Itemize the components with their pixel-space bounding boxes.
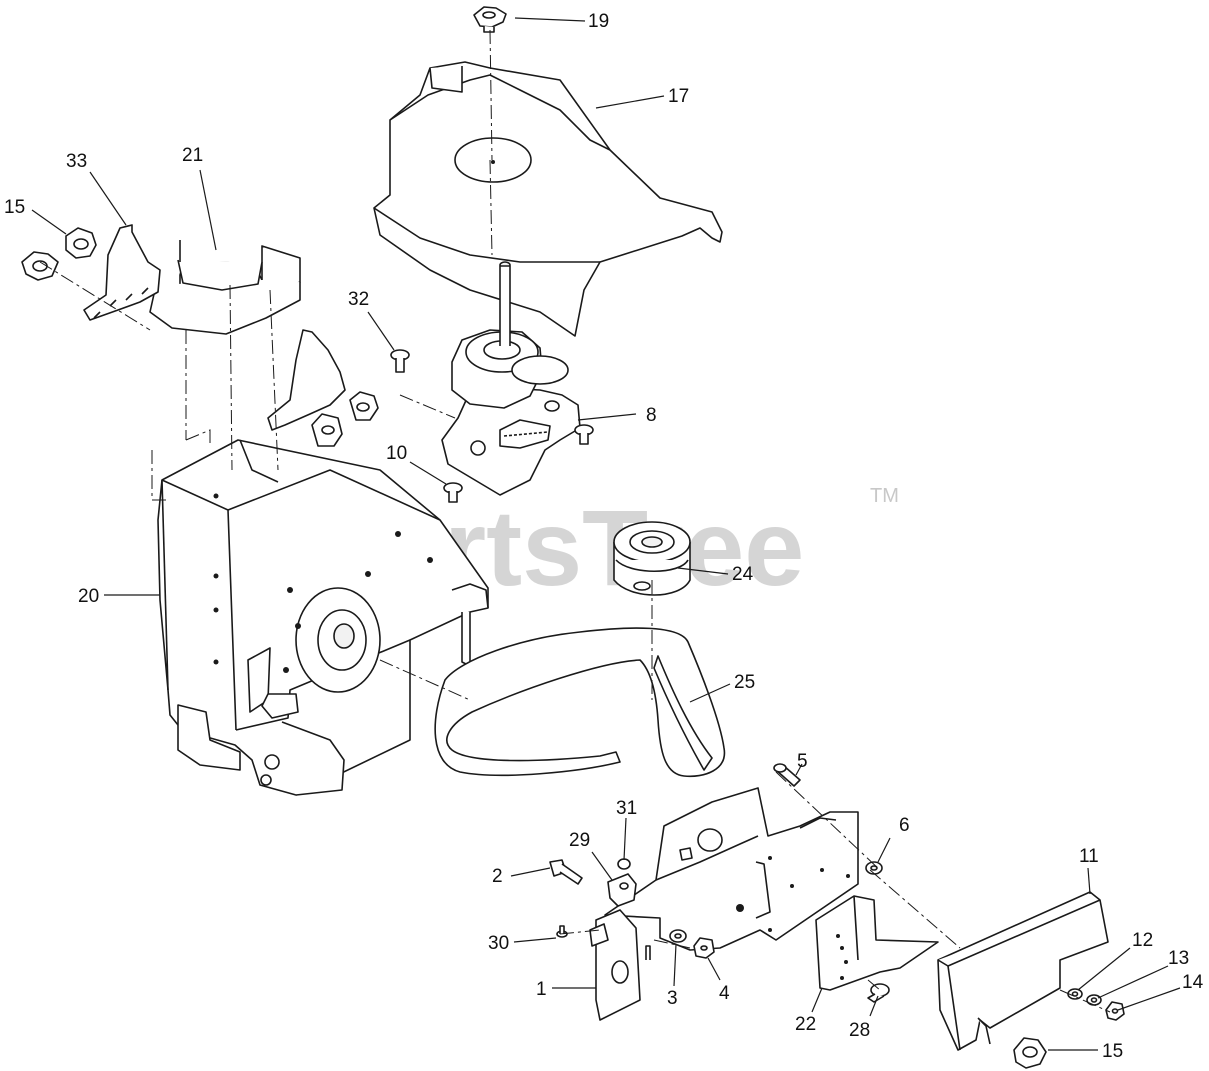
- center-lines: [39, 29, 1111, 1013]
- part-1-support-bracket[interactable]: [589, 909, 641, 1021]
- callout-12: 12: [1132, 930, 1153, 951]
- part-15-knob-left[interactable]: [21, 227, 97, 281]
- part-29-clip[interactable]: [607, 873, 637, 907]
- callout-17: 17: [668, 86, 689, 107]
- part-21-chute[interactable]: [149, 240, 301, 335]
- callout-32: 32: [348, 289, 369, 310]
- part-24-pulley[interactable]: [613, 521, 691, 596]
- part-10-carriage-bolts[interactable]: [443, 424, 594, 503]
- part-11-guard[interactable]: [937, 891, 1109, 1051]
- callout-11: 11: [1079, 846, 1099, 867]
- callouts: 19 17 21 33 15 32 8 10 20 24 25 5 6 31 2…: [4, 11, 1204, 1062]
- part-19-knob[interactable]: [473, 6, 507, 33]
- callout-10: 10: [386, 443, 407, 464]
- part-17-belt-cover[interactable]: [373, 61, 723, 337]
- callout-15-top: 15: [4, 197, 25, 218]
- callout-13: 13: [1168, 948, 1189, 969]
- part-5-bolt[interactable]: [773, 763, 801, 787]
- callout-15-bottom: 15: [1102, 1041, 1123, 1062]
- callout-30: 30: [488, 933, 509, 954]
- part-3-washer[interactable]: [669, 929, 687, 943]
- main-frame-bracket: [604, 787, 859, 951]
- part-28-carriage-bolt[interactable]: [867, 983, 890, 1003]
- watermark-trademark: TM: [870, 485, 899, 507]
- leader-lines: [31, 17, 1181, 1051]
- chute-adjuster-bracket: [267, 329, 379, 447]
- callout-33: 33: [66, 151, 87, 172]
- part-13-washer[interactable]: [1086, 994, 1102, 1006]
- part-14-nut[interactable]: [1105, 1001, 1125, 1021]
- callout-24: 24: [732, 564, 754, 585]
- callout-28: 28: [849, 1020, 870, 1041]
- part-8-idler-assembly[interactable]: [441, 261, 581, 496]
- callout-4: 4: [719, 983, 730, 1004]
- part-4-nut[interactable]: [693, 937, 715, 959]
- callout-25: 25: [734, 672, 755, 693]
- part-33-deflector-bracket[interactable]: [83, 224, 161, 321]
- callout-8: 8: [646, 405, 657, 426]
- callout-5: 5: [797, 751, 808, 772]
- callout-6: 6: [899, 815, 910, 836]
- callout-2: 2: [492, 866, 503, 887]
- callout-19: 19: [588, 11, 609, 32]
- callout-29: 29: [569, 830, 590, 851]
- part-30-screw[interactable]: [556, 925, 651, 960]
- callout-1: 1: [536, 979, 547, 1000]
- part-6-nut[interactable]: [865, 861, 883, 875]
- callout-31: 31: [616, 798, 637, 819]
- part-25-belt[interactable]: [434, 627, 726, 778]
- callout-14: 14: [1182, 972, 1204, 993]
- callout-20: 20: [78, 586, 99, 607]
- part-15-knob-right[interactable]: [1013, 1037, 1047, 1069]
- part-20-housing[interactable]: [157, 439, 489, 796]
- part-12-washer[interactable]: [1067, 988, 1083, 1000]
- part-2-hex-bolt[interactable]: [549, 859, 583, 885]
- part-32-carriage-bolt[interactable]: [390, 349, 410, 373]
- callout-22: 22: [795, 1014, 816, 1035]
- callout-3: 3: [667, 988, 678, 1009]
- part-31-small-nut[interactable]: [617, 858, 631, 870]
- callout-21: 21: [182, 145, 203, 166]
- part-22-mounting-bracket[interactable]: [815, 895, 939, 991]
